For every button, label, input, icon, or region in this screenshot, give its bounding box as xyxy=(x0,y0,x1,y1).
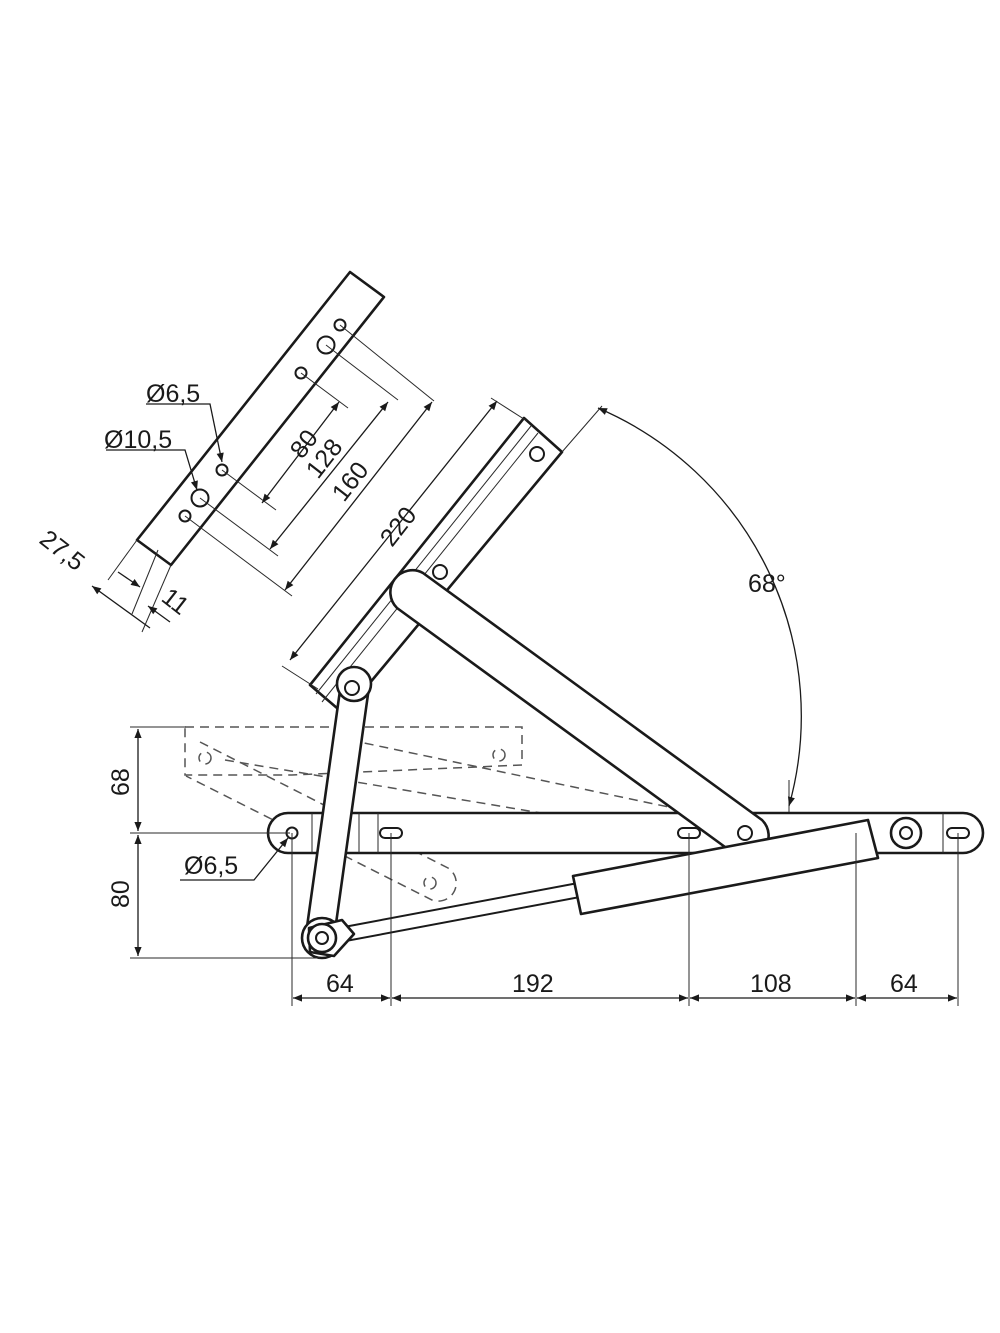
top-mounting-plate xyxy=(135,270,386,567)
height-below-base-label: 80 xyxy=(107,880,135,908)
opening-angle-dimension: 68° xyxy=(561,405,802,812)
base-spacing-2-label: 192 xyxy=(512,970,554,998)
hole-small-diameter-label: Ø6,5 xyxy=(146,380,200,408)
hole-large-diameter-label: Ø10,5 xyxy=(104,426,172,454)
edge-offset-11-label: 11 xyxy=(156,583,194,621)
height-above-base-label: 68 xyxy=(107,768,135,796)
base-dimensions: 68 80 Ø6,5 64 192 108 64 xyxy=(107,726,959,1006)
width-27-5-label: 27,5 xyxy=(34,525,90,577)
base-hole-diameter-label: Ø6,5 xyxy=(184,852,238,880)
short-link xyxy=(300,665,373,960)
base-spacing-1-label: 64 xyxy=(326,970,354,998)
top-plate-dimensions xyxy=(91,324,435,633)
base-spacing-3-label: 108 xyxy=(750,970,792,998)
base-spacing-4-label: 64 xyxy=(890,970,918,998)
gas-strut xyxy=(326,816,923,946)
opening-angle-label: 68° xyxy=(748,570,786,598)
